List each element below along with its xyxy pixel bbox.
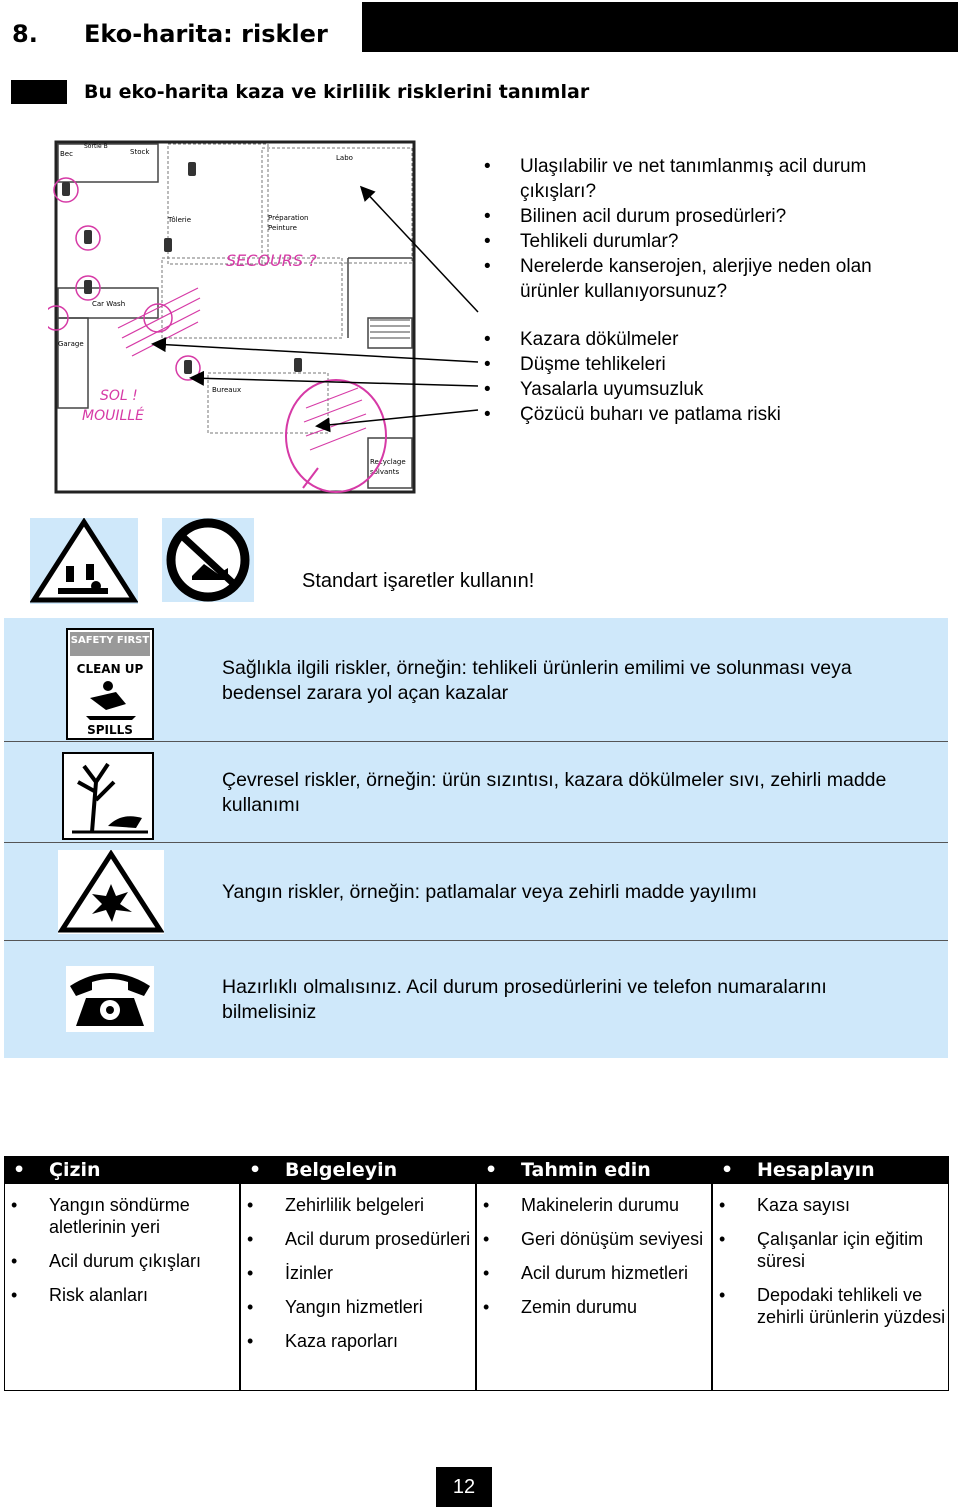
list-item: Düşme tehlikeleri xyxy=(484,352,934,377)
map-label-secours: SECOURS ? xyxy=(226,251,317,270)
environment-hazard-icon xyxy=(62,752,154,840)
table-item: Çalışanlar için eğitim süresi xyxy=(713,1228,948,1272)
table-item: Acil durum hizmetleri xyxy=(477,1262,711,1284)
sign-bottom-text: SPILLS xyxy=(87,723,133,737)
section-number: 8. xyxy=(12,20,38,48)
safety-first-sign: SAFETY FIRST CLEAN UP SPILLS xyxy=(66,628,154,740)
table-item: Depodaki tehlikeli ve zehirli ürünlerin … xyxy=(713,1284,948,1328)
risk-panel: SAFETY FIRST CLEAN UP SPILLS Sağlıkla il… xyxy=(4,618,948,1058)
sign-mid-text: CLEAN UP xyxy=(77,662,144,676)
list-item: Yasalarla uyumsuzluk xyxy=(484,377,934,402)
table-item: Yangın hizmetleri xyxy=(241,1296,475,1318)
map-label-preparation: Préparation xyxy=(268,214,308,222)
map-label-peinture: Peinture xyxy=(268,224,297,232)
map-label-car-wash: Car Wash xyxy=(92,300,125,308)
table-item: Acil durum prosedürleri xyxy=(241,1228,475,1250)
sign-top-text: SAFETY FIRST xyxy=(71,635,150,646)
map-label-bec: Bec xyxy=(60,150,73,158)
row-divider xyxy=(4,940,948,941)
standard-signs-text: Standart işaretler kullanın! xyxy=(302,570,535,592)
table-item: Yangın söndürme aletlerinin yeri xyxy=(5,1194,239,1238)
table-item: İzinler xyxy=(241,1262,475,1284)
column-header: Tahmin edin xyxy=(477,1157,711,1184)
table-item: Geri dönüşüm seviyesi xyxy=(477,1228,711,1250)
fire-risk-text: Yangın riskler, örneğin: patlamalar veya… xyxy=(222,881,758,903)
page-number: 12 xyxy=(436,1467,492,1507)
map-label-bureaux: Bureaux xyxy=(212,386,241,394)
column-header: Çizin xyxy=(5,1157,239,1184)
corrosive-warning-icon xyxy=(30,518,138,604)
column-header: Hesaplayın xyxy=(713,1157,948,1184)
explosion-hazard-icon xyxy=(57,849,165,934)
eco-map-floorplan: Bec Sortie B Stock Labo Tôlerie Préparat… xyxy=(48,140,416,494)
table-item: Kaza raporları xyxy=(241,1330,475,1352)
health-risk-text: Sağlıkla ilgili riskler, örneğin: tehlik… xyxy=(222,657,852,704)
section-title: Eko-harita: riskler xyxy=(84,20,328,48)
list-item: Kazara dökülmeler xyxy=(484,327,934,352)
column-document: Belgeleyin Zehirlilik belgeleri Acil dur… xyxy=(240,1156,476,1391)
environment-risk-text: Çevresel riskler, örneğin: ürün sızıntıs… xyxy=(222,769,887,816)
column-estimate: Tahmin edin Makinelerin durumu Geri dönü… xyxy=(476,1156,712,1391)
list-item: Çözücü buharı ve patlama riski xyxy=(484,402,934,427)
table-item: Makinelerin durumu xyxy=(477,1194,711,1216)
table-item: Acil durum çıkışları xyxy=(5,1250,239,1272)
subtitle: Bu eko-harita kaza ve kirlilik risklerin… xyxy=(84,81,590,103)
map-label-toleria: Tôlerie xyxy=(167,216,191,224)
preparedness-text: Hazırlıklı olmalısınız. Acil durum prose… xyxy=(222,976,827,1023)
map-label-stock: Stock xyxy=(130,148,150,156)
table-item: Risk alanları xyxy=(5,1284,239,1306)
map-label-garage: Garage xyxy=(58,340,84,348)
risks-list: Kazara dökülmeler Düşme tehlikeleri Yasa… xyxy=(484,327,934,427)
row-divider xyxy=(4,842,948,843)
table-item: Kaza sayısı xyxy=(713,1194,948,1216)
subtitle-marker xyxy=(11,80,67,104)
list-item: Bilinen acil durum prosedürleri? xyxy=(484,204,934,229)
map-label-mouille: MOUILLÉ xyxy=(82,407,144,424)
list-item: Ulaşılabilir ve net tanımlanmış acil dur… xyxy=(484,154,934,204)
column-header: Belgeleyin xyxy=(241,1157,475,1184)
map-label-recyclage: Recyclage xyxy=(370,458,406,466)
list-item: Nerelerde kanserojen, alerjiye neden ola… xyxy=(484,254,934,304)
telephone-icon xyxy=(66,966,154,1032)
table-item: Zehirlilik belgeleri xyxy=(241,1194,475,1216)
header-bar xyxy=(362,2,958,52)
map-label-sortie: Sortie B xyxy=(84,143,108,150)
questions-list: Ulaşılabilir ve net tanımlanmış acil dur… xyxy=(484,154,934,304)
map-label-solvants: solvants xyxy=(370,468,399,476)
column-draw: Çizin Yangın söndürme aletlerinin yeri A… xyxy=(4,1156,240,1391)
column-calculate: Hesaplayın Kaza sayısı Çalışanlar için e… xyxy=(712,1156,949,1391)
fire-hazard-circle-icon xyxy=(162,518,254,602)
list-item: Tehlikeli durumlar? xyxy=(484,229,934,254)
action-table: Çizin Yangın söndürme aletlerinin yeri A… xyxy=(4,1156,949,1391)
table-item: Zemin durumu xyxy=(477,1296,711,1318)
map-label-sol: SOL ! xyxy=(100,388,138,404)
safety-first-clean-up-spills-icon: SAFETY FIRST CLEAN UP SPILLS xyxy=(66,628,154,740)
map-label-labo: Labo xyxy=(336,154,353,162)
row-divider xyxy=(4,741,948,742)
